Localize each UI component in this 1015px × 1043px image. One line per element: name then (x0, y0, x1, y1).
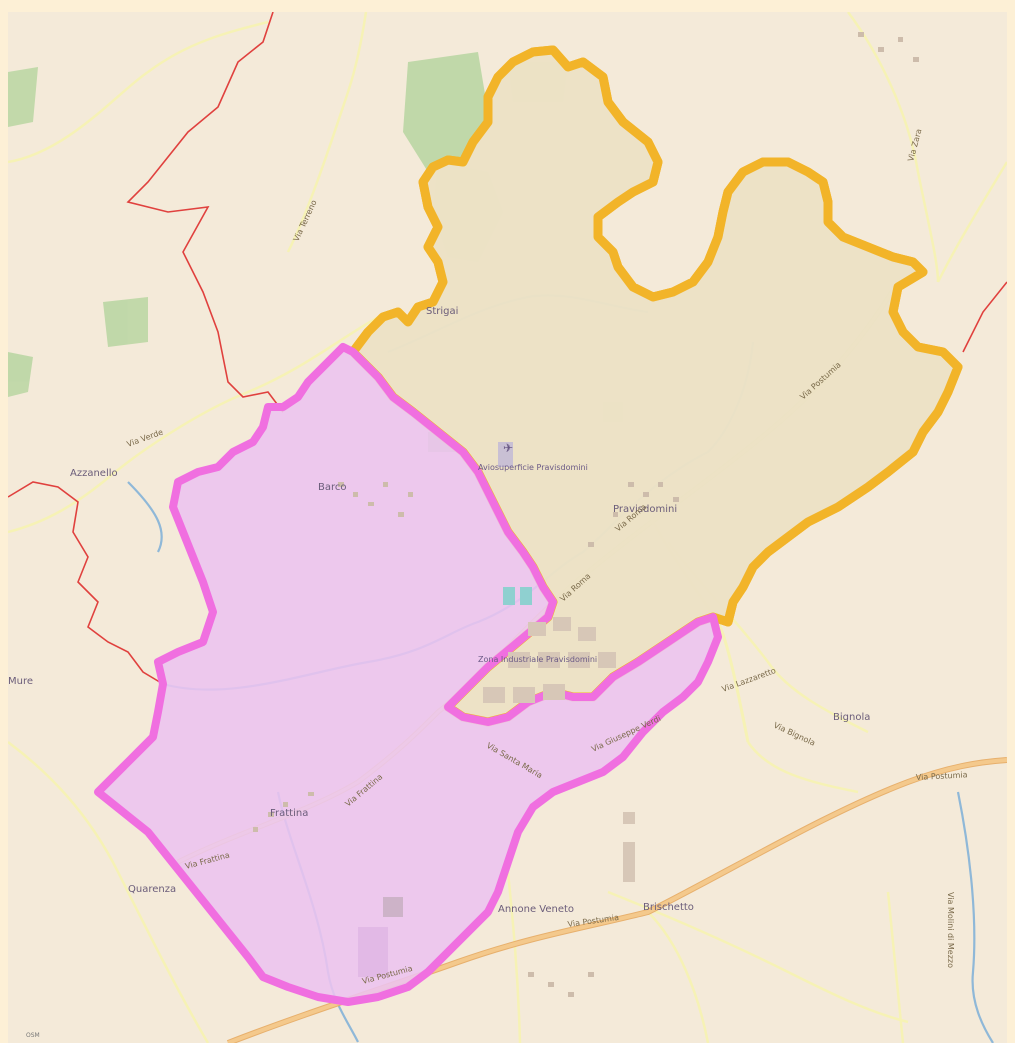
industrial-blocks (358, 442, 635, 977)
place-bignola: Bignola (833, 712, 870, 723)
place-frattina: Frattina (270, 808, 308, 819)
place-annone-veneto: Annone Veneto (498, 904, 574, 915)
municipal-boundaries (8, 12, 1007, 685)
road-label-via-postumia-4: Via Postumia (916, 770, 968, 782)
place-mure: Mure (8, 676, 33, 687)
place-strigai: Strigai (426, 306, 458, 317)
place-quarenza: Quarenza (128, 884, 176, 895)
pools (503, 587, 532, 605)
place-azzanello: Azzanello (70, 468, 118, 479)
map-attribution: OSM (26, 1032, 40, 1039)
place-barco: Barco (318, 482, 347, 493)
poi-zona-industriale: Zona Industriale Pravisdomini (478, 655, 597, 664)
map-canvas[interactable]: Barco Pravisdomini Frattina Azzanello Qu… (8, 12, 1007, 1043)
road-label-via-mulino: Via Molini di Mezzo (946, 892, 955, 968)
building-dots (253, 32, 919, 997)
place-labels: Barco Pravisdomini Frattina Azzanello Qu… (8, 306, 870, 915)
poi-labels: Aviosuperficie Pravisdomini Zona Industr… (478, 441, 597, 664)
place-pravisdomini: Pravisdomini (613, 504, 677, 515)
poi-aviosuperficie: Aviosuperficie Pravisdomini (478, 463, 588, 472)
place-brischetto: Brischetto (643, 902, 694, 913)
airfield-icon: ✈ (503, 441, 513, 455)
minor-roads (8, 12, 1007, 1043)
